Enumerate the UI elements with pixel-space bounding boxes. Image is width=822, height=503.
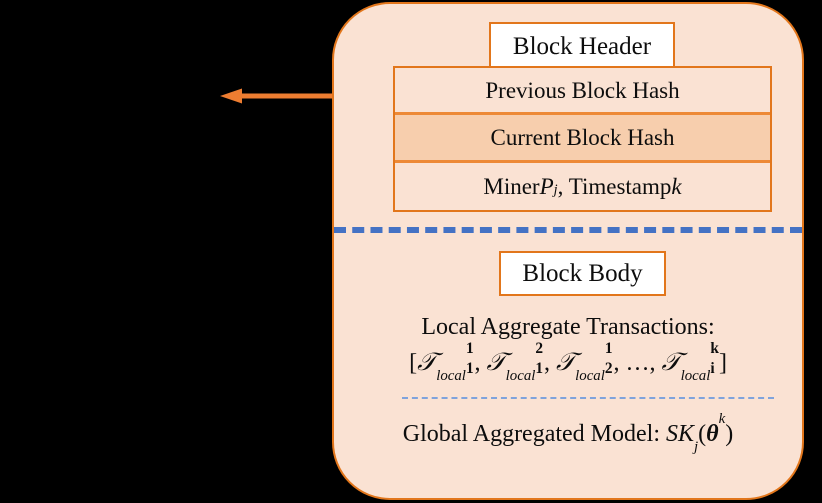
header-row-current-block-hash: Current Block Hash bbox=[395, 115, 770, 163]
transaction-index-subscript: 1 bbox=[465, 360, 474, 378]
transaction-index-superscript: k bbox=[710, 340, 719, 358]
miner-middle: , Timestamp bbox=[557, 173, 672, 199]
header-row-previous-block-hash: Previous Block Hash bbox=[395, 68, 770, 116]
global-model-subscript: j bbox=[694, 438, 699, 455]
block-header-table: Previous Block Hash Current Block Hash M… bbox=[393, 66, 772, 212]
local-transactions-caption: Local Aggregate Transactions: bbox=[421, 314, 715, 340]
transaction-scope-subscript: local bbox=[680, 367, 711, 384]
transaction-scope-subscript: local bbox=[575, 367, 605, 384]
transaction-index-subscript: i bbox=[710, 360, 715, 378]
transaction-symbol: 𝒯 bbox=[486, 349, 506, 376]
global-model-open-paren: ( bbox=[698, 421, 707, 447]
transaction-index-superscript: 1 bbox=[465, 340, 474, 358]
txn-separator: , bbox=[613, 350, 626, 376]
txn-separator: , bbox=[544, 350, 556, 376]
miner-symbol: P bbox=[539, 173, 554, 199]
txn-separator: , bbox=[474, 350, 487, 376]
timestamp-symbol: k bbox=[671, 173, 682, 199]
txn-close-bracket: ] bbox=[718, 350, 727, 376]
header-body-divider bbox=[334, 227, 802, 233]
theta-symbol: θ bbox=[706, 421, 719, 447]
transaction-symbol: 𝒯 bbox=[661, 349, 681, 376]
transaction-scope-subscript: local bbox=[505, 367, 536, 384]
transaction-symbol: 𝒯 bbox=[417, 349, 437, 376]
global-model-close-paren: ) bbox=[725, 421, 734, 447]
body-inner-rule bbox=[402, 397, 774, 399]
theta-superscript: k bbox=[718, 410, 726, 427]
transaction-index-superscript: 1 bbox=[604, 340, 613, 358]
transaction-index-subscript: 1 bbox=[535, 360, 544, 378]
txn-open-bracket: [ bbox=[409, 350, 418, 376]
transaction-index-superscript: 2 bbox=[535, 340, 544, 358]
txn-separator: , bbox=[649, 350, 662, 376]
transaction-index-subscript: 2 bbox=[604, 360, 613, 378]
transaction-scope-subscript: local bbox=[436, 367, 466, 384]
block-header-label: Block Header bbox=[489, 22, 675, 70]
global-aggregated-model: Global Aggregated Model: SKj(θk) bbox=[344, 411, 792, 454]
global-model-caption: Global Aggregated Model: bbox=[402, 421, 667, 447]
miner-prefix: Miner bbox=[483, 173, 540, 199]
txn-ellipsis: … bbox=[625, 350, 650, 376]
block-body-label: Block Body bbox=[499, 251, 666, 296]
global-model-symbol: SK bbox=[666, 421, 695, 447]
transaction-symbol: 𝒯 bbox=[556, 349, 576, 376]
